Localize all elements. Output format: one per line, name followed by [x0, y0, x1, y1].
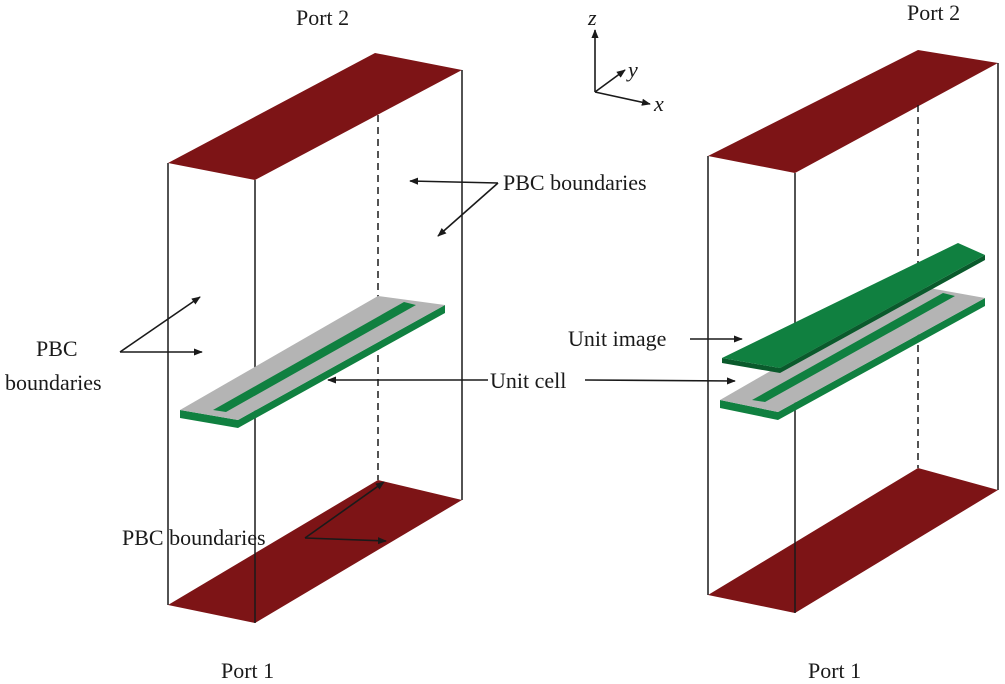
right-port-1-label: Port 1 [808, 658, 861, 683]
x-axis-label: x [653, 91, 664, 116]
left-strip-line [213, 302, 416, 412]
arrow-pbc-bottom-1 [304, 481, 385, 539]
left-port1-plate [168, 480, 462, 623]
coordinate-axes: z y x [587, 5, 664, 116]
left-port2-plate [168, 53, 462, 180]
arrow-unit-cell-right [584, 377, 736, 385]
left-unit-cell [180, 296, 445, 428]
left-unit-cell-box [167, 53, 463, 623]
unit-image-label: Unit image [568, 326, 666, 351]
pbc-boundaries-left-label-line2: boundaries [5, 370, 102, 395]
y-axis-arrow [594, 69, 626, 93]
right-cell-strip-line [752, 293, 955, 402]
right-port2-plate [708, 50, 998, 173]
right-port1-plate [708, 468, 998, 613]
right-unit-cell-box [707, 50, 999, 613]
arrow-pbc-bottom-2 [304, 537, 387, 545]
right-cell-substrate-side [720, 298, 985, 420]
arrow-pbc-upper-1 [409, 177, 499, 185]
annotation-arrows [119, 177, 743, 545]
arrow-pbc-left-1 [119, 296, 201, 353]
pbc-boundaries-upper-label: PBC boundaries [503, 170, 647, 195]
pbc-boundaries-bottom-label: PBC boundaries [122, 525, 266, 550]
y-axis-label: y [626, 57, 638, 82]
left-port-1-label: Port 1 [221, 658, 274, 683]
left-port-2-label: Port 2 [296, 5, 349, 30]
right-port-2-label: Port 2 [907, 0, 960, 25]
arrow-pbc-upper-2 [437, 182, 499, 237]
left-substrate-side [180, 305, 445, 428]
pbc-boundaries-left-label-line1: PBC [36, 336, 78, 361]
unit-cell-label: Unit cell [490, 368, 566, 393]
z-axis-label: z [587, 5, 597, 30]
right-unit-cell [720, 286, 985, 420]
unit-image-top [722, 243, 985, 368]
right-unit-image [722, 243, 985, 373]
x-axis-arrow [594, 91, 651, 106]
